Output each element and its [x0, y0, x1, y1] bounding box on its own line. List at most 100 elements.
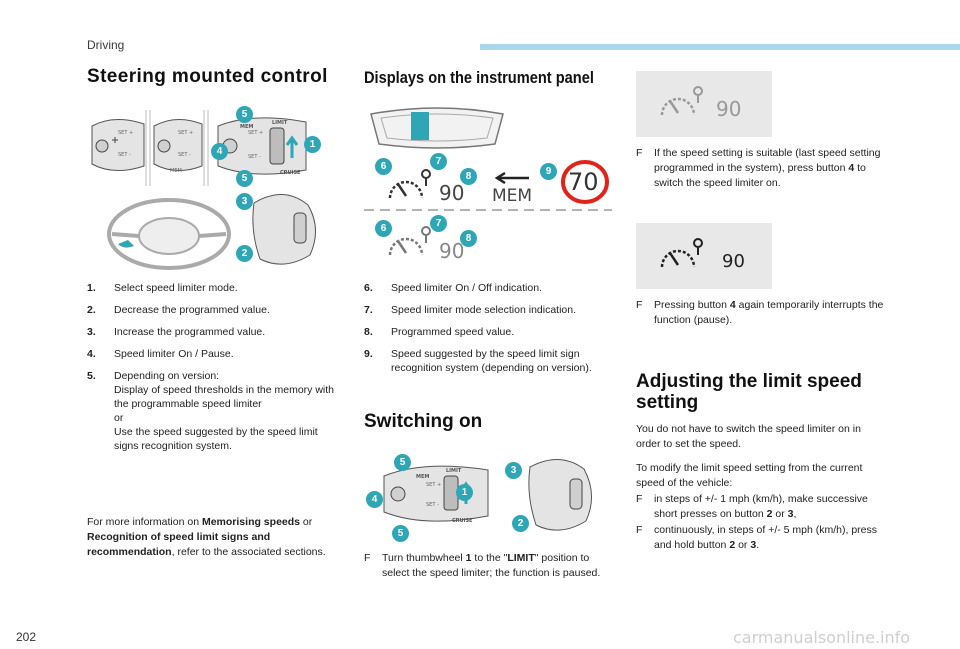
legend-item: 2. Decrease the programmed value.: [87, 303, 342, 317]
programmed-speed-value: 90: [439, 181, 465, 205]
adjusting-limit-heading: Adjusting the limit speed setting: [636, 371, 862, 413]
legend-text: Decrease the programmed value.: [114, 304, 270, 316]
activate-text-1: If the speed setting is suitable (last s…: [654, 147, 881, 174]
adjust-method-intro: To modify the limit speed setting from t…: [636, 462, 863, 489]
watermark: carmanualsonline.info: [733, 628, 911, 647]
legend-number: 8.: [364, 326, 373, 338]
stalk3-set-minus: SET -: [248, 154, 261, 160]
callout-4: 4: [211, 143, 228, 160]
display-paused: 90: [636, 71, 772, 137]
adjust-intro: You do not have to switch the speed limi…: [636, 423, 861, 450]
legend-text: Speed limiter On / Off indication.: [391, 282, 542, 294]
arrow-icon: [494, 171, 529, 185]
bullet-marker: F: [636, 524, 643, 536]
switch-stalk-set-plus: SET +: [426, 482, 441, 488]
pause-text-1: Pressing button: [654, 299, 730, 311]
button-number: 4: [729, 299, 736, 311]
bullet-marker: F: [636, 299, 643, 311]
activate-instruction: F If the speed setting is suitable (last …: [636, 146, 886, 191]
legend-text: Speed limiter On / Pause.: [114, 348, 234, 360]
more-info-prefix: For more information on: [87, 516, 202, 528]
bullet-marker: F: [364, 552, 371, 564]
memorising-speeds-ref: Memorising speeds: [201, 516, 300, 528]
legend-number: 6.: [364, 282, 373, 294]
callout-5: 5: [392, 525, 409, 542]
legend-text: Depending on version: Display of speed t…: [114, 370, 335, 452]
stalk1-set-minus: SET -: [118, 152, 131, 158]
speed-sign-recognition-ref: Recognition of speed limit signs and rec…: [87, 531, 271, 558]
stalk2-set-plus: SET +: [178, 130, 193, 136]
adjust-long-text-1: continuously, in steps of +/- 5 mph (km/…: [654, 524, 878, 551]
callout-6: 6: [375, 220, 392, 237]
legend-text: Speed limiter mode selection indication.: [391, 304, 577, 316]
callout-5: 5: [236, 106, 253, 123]
instrument-panel-outline: [370, 107, 504, 149]
steering-wheel-illustration: [107, 198, 231, 270]
button-number: 2: [729, 539, 736, 551]
callout-2: 2: [512, 515, 529, 532]
mem-label: MEM: [492, 186, 533, 206]
more-info-paragraph: For more information on Memorising speed…: [87, 515, 345, 560]
speed-limiter-icon-1: [388, 169, 431, 199]
instruction-text-2: to the ": [471, 552, 508, 564]
adjust-short-text-1: in steps of +/- 1 mph (km/h), make succe…: [654, 493, 868, 520]
more-info-mid: or: [300, 516, 313, 528]
callout-5: 5: [394, 454, 411, 471]
callout-6: 6: [375, 158, 392, 175]
legend-item: 5. Depending on version: Display of speed…: [87, 369, 342, 453]
active-speed-value: 90: [722, 251, 745, 272]
display-active: 90: [636, 223, 772, 289]
limit-position-label: LIMIT: [507, 552, 535, 564]
adjust-long-or: or: [735, 539, 751, 551]
legend-text: Increase the programmed value.: [114, 326, 266, 338]
legend-number: 1.: [87, 282, 96, 294]
callout-4: 4: [366, 491, 383, 508]
legend-item: 8. Programmed speed value.: [364, 325, 609, 339]
stalk1-set-plus: SET +: [118, 130, 133, 136]
legend-text: Select speed limiter mode.: [114, 282, 238, 294]
button-number: 2: [766, 508, 773, 520]
stalk2-mem: MEM: [170, 168, 182, 174]
callout-9: 9: [540, 163, 557, 180]
callout-3: 3: [505, 462, 522, 479]
speed-limit-sign: [561, 160, 609, 204]
callout-7: 7: [430, 215, 447, 232]
steering-control-legend: 1. Select speed limiter mode. 2. Decrease …: [87, 281, 342, 461]
header-accent-bar: [480, 44, 960, 50]
display-legend: 6. Speed limiter On / Off indication. 7.S…: [364, 281, 609, 383]
legend-item: 7.Speed limiter mode selection indicatio…: [364, 303, 609, 317]
bullet-marker: F: [636, 147, 643, 159]
adjust-long-end: .: [756, 539, 760, 551]
callout-8: 8: [460, 230, 477, 247]
adjust-short-end: ,: [793, 508, 797, 520]
callout-1: 1: [456, 484, 473, 501]
stalk2-set-minus: SET -: [178, 152, 191, 158]
bullet-marker: F: [636, 493, 643, 505]
instruction-text-3: " position to select the speed limiter; …: [382, 552, 601, 579]
instruction-text-1: Turn thumbwheel: [382, 552, 466, 564]
paused-speed-value: 90: [716, 97, 742, 121]
chapter-title: Driving: [87, 38, 125, 52]
pause-text-2: again temporarily interrupts the functio…: [654, 299, 884, 326]
legend-item: 1. Select speed limiter mode.: [87, 281, 342, 295]
legend-item: 9.Speed suggested by the speed limit sig…: [364, 347, 609, 375]
pause-instruction: F Pressing button 4 again temporarily int…: [636, 298, 886, 328]
callout-8: 8: [460, 168, 477, 185]
instrument-panel-heading: Displays on the instrument panel: [364, 68, 594, 87]
switching-on-heading: Switching on: [364, 411, 483, 432]
legend-number: 5.: [87, 370, 96, 382]
dashed-separator: [364, 209, 612, 211]
legend-text: Programmed speed value.: [391, 326, 515, 338]
more-info-suffix: , refer to the associated sections.: [171, 546, 326, 558]
adjust-short-or: or: [772, 508, 788, 520]
legend-number: 3.: [87, 326, 96, 338]
stalk3-mem: MEM: [240, 124, 253, 130]
legend-number: 4.: [87, 348, 96, 360]
legend-item: 6. Speed limiter On / Off indication.: [364, 281, 609, 295]
callout-7: 7: [430, 153, 447, 170]
legend-number: 2.: [87, 304, 96, 316]
callout-1: 1: [304, 136, 321, 153]
speed-limiter-icon-active: [660, 238, 703, 268]
